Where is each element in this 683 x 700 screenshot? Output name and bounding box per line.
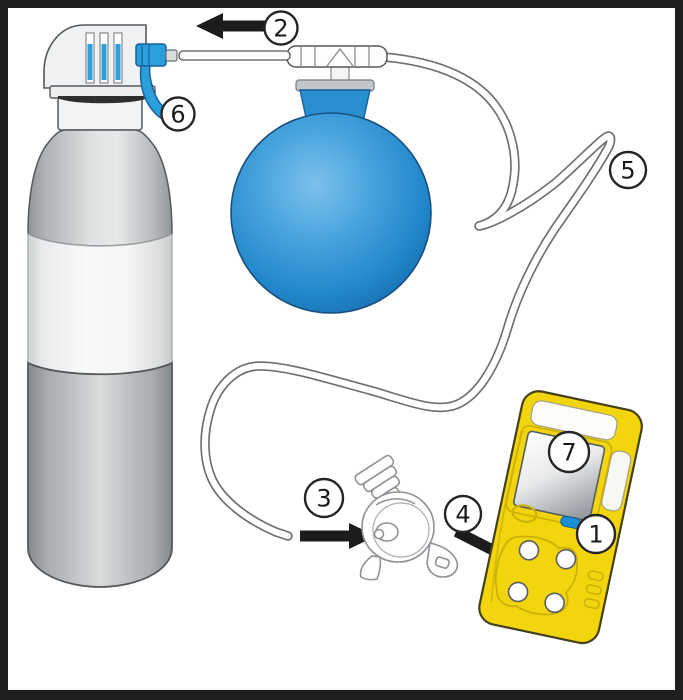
detector-grip-ridges	[583, 570, 604, 610]
callout-7: 7	[547, 430, 591, 474]
bulb-ball	[230, 112, 432, 314]
callout-3-number: 3	[316, 485, 331, 513]
sample-tubing	[200, 52, 616, 541]
probe-tube	[178, 50, 291, 61]
can-lower-body	[27, 361, 173, 588]
callout-1: 1	[575, 513, 617, 555]
can-cap	[43, 24, 147, 89]
arrow-left-icon	[196, 13, 272, 39]
can-label-band	[27, 233, 173, 375]
callout-3: 3	[303, 477, 345, 519]
clip-cap-body	[361, 491, 435, 563]
callouts: 2 6 5 3 4 7 1	[160, 10, 648, 555]
can-cap-vents	[85, 32, 123, 84]
gas-detector	[478, 390, 643, 645]
clip-left-tab	[359, 555, 382, 581]
nozzle-tip	[165, 49, 178, 62]
arrow-right-icon	[300, 523, 376, 549]
callout-6: 6	[160, 96, 196, 132]
callout-5: 5	[608, 150, 648, 190]
clip-hole-notch	[373, 528, 385, 540]
tube-fitting	[286, 45, 388, 68]
callout-7-number: 7	[561, 439, 576, 467]
callout-6-number: 6	[170, 101, 185, 129]
callout-4-number: 4	[455, 501, 470, 529]
fitting-tee-joint	[326, 47, 354, 67]
clip-right-tab-slot	[434, 556, 450, 569]
spray-can	[27, 24, 178, 588]
blue-bulb	[230, 61, 432, 314]
callout-1-number: 1	[588, 521, 603, 549]
can-shoulder	[27, 129, 173, 247]
clip-cap-rim	[372, 502, 430, 558]
tubing-core	[201, 53, 614, 540]
can-cap-shadow	[58, 96, 148, 104]
callout-2-number: 2	[273, 15, 288, 43]
detector-speaker	[511, 504, 538, 523]
calibration-clip	[354, 454, 459, 581]
callout-2: 2	[263, 10, 299, 46]
detector-alarm-bar	[601, 450, 632, 512]
detector-sensor-holes	[507, 540, 577, 614]
callout-4: 4	[443, 494, 483, 534]
clip-cap-crescent	[375, 498, 416, 506]
callout-5-number: 5	[620, 157, 635, 185]
